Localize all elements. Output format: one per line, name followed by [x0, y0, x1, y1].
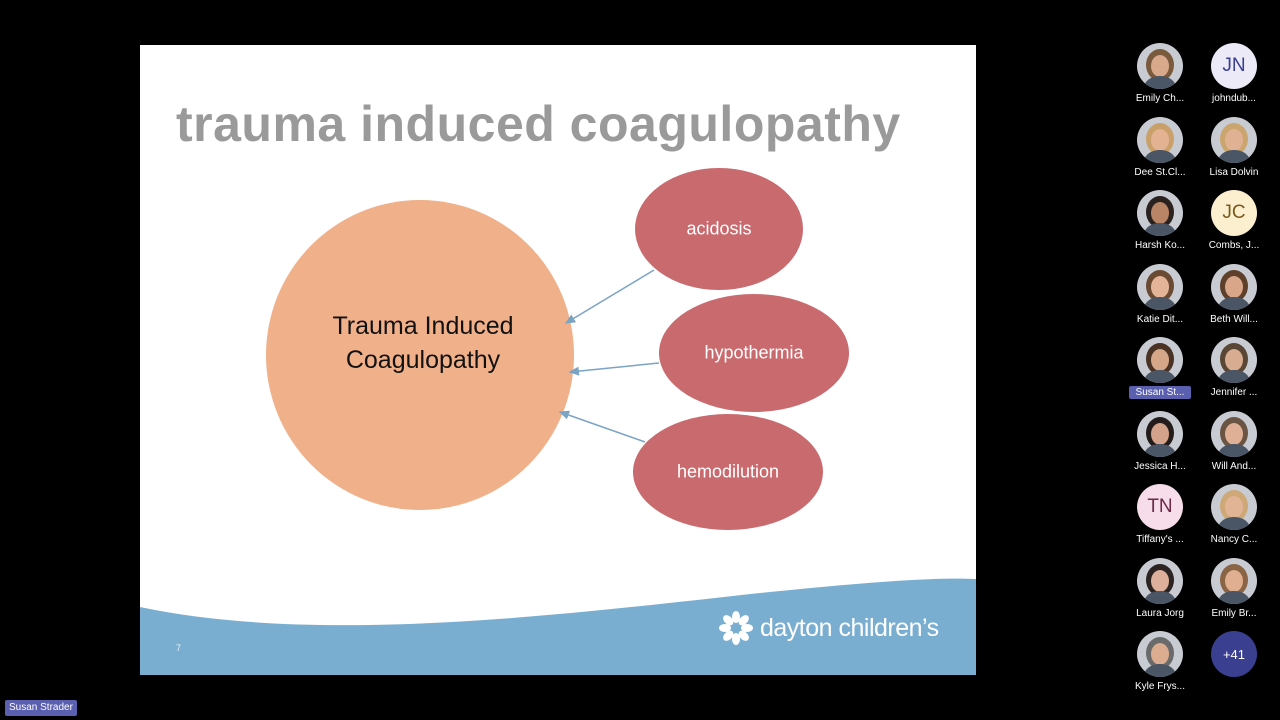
- avatar: [1211, 558, 1257, 604]
- avatar: [1137, 117, 1183, 163]
- participant-tile[interactable]: TN Tiffany's ...: [1124, 481, 1196, 551]
- avatar-photo: [1211, 264, 1257, 310]
- arrow-hemodilution: [560, 412, 645, 442]
- avatar: [1211, 484, 1257, 530]
- participant-tile[interactable]: Emily Ch...: [1124, 40, 1196, 110]
- avatar-initials: TN: [1137, 484, 1183, 530]
- participant-tile[interactable]: Susan St...: [1124, 334, 1196, 404]
- avatar-photo: [1211, 411, 1257, 457]
- avatar-photo: [1137, 190, 1183, 236]
- avatar-photo: [1137, 117, 1183, 163]
- participant-tile[interactable]: JN johndub...: [1198, 40, 1270, 110]
- main-node-line1: Trauma Induced: [303, 309, 543, 343]
- participant-tile[interactable]: Nancy C...: [1198, 481, 1270, 551]
- avatar-photo: [1211, 337, 1257, 383]
- shared-slide: trauma induced coagulopathy Trauma Induc…: [140, 45, 976, 675]
- node-label-hemodilution: hemodilution: [677, 462, 779, 483]
- diagram: [140, 45, 976, 675]
- avatar-photo: [1137, 631, 1183, 677]
- avatar-initials: JC: [1211, 190, 1257, 236]
- participant-name: Kyle Frys...: [1124, 680, 1196, 693]
- avatar: [1137, 264, 1183, 310]
- avatar-initials: JN: [1211, 43, 1257, 89]
- participant-tile[interactable]: Beth Will...: [1198, 261, 1270, 331]
- avatar-photo: [1211, 558, 1257, 604]
- avatar-photo: [1211, 484, 1257, 530]
- participant-name: Combs, J...: [1198, 239, 1270, 252]
- avatar-photo: [1137, 558, 1183, 604]
- participant-tile[interactable]: Will And...: [1198, 408, 1270, 478]
- participant-tile[interactable]: Jessica H...: [1124, 408, 1196, 478]
- avatar: [1137, 631, 1183, 677]
- arrow-hypothermia: [570, 363, 659, 372]
- dayton-childrens-logo: dayton children’s: [718, 607, 939, 649]
- participant-name: Katie Dit...: [1124, 313, 1196, 326]
- participant-tile[interactable]: Katie Dit...: [1124, 261, 1196, 331]
- participant-name: Jessica H...: [1124, 460, 1196, 473]
- participant-name: johndub...: [1198, 92, 1270, 105]
- participant-tile[interactable]: JC Combs, J...: [1198, 187, 1270, 257]
- participant-name: Susan St...: [1129, 386, 1191, 399]
- avatar: [1211, 337, 1257, 383]
- participant-tile[interactable]: Dee St.Cl...: [1124, 114, 1196, 184]
- participant-tile[interactable]: Harsh Ko...: [1124, 187, 1196, 257]
- avatar: [1211, 411, 1257, 457]
- more-participants-button[interactable]: +41: [1211, 631, 1257, 677]
- avatar: [1211, 264, 1257, 310]
- node-label-acidosis: acidosis: [686, 219, 751, 240]
- avatar-photo: [1211, 117, 1257, 163]
- node-label-hypothermia: hypothermia: [704, 343, 803, 364]
- avatar: [1137, 411, 1183, 457]
- participant-tile[interactable]: Kyle Frys...: [1124, 628, 1196, 698]
- participant-name: Nancy C...: [1198, 533, 1270, 546]
- participant-name: Beth Will...: [1198, 313, 1270, 326]
- slide-number: 7: [176, 643, 181, 653]
- avatar-photo: [1137, 264, 1183, 310]
- participant-name: Tiffany's ...: [1124, 533, 1196, 546]
- participant-name: Harsh Ko...: [1124, 239, 1196, 252]
- participant-name: Emily Br...: [1198, 607, 1270, 620]
- avatar-photo: [1137, 337, 1183, 383]
- participant-tile[interactable]: +41: [1198, 628, 1270, 698]
- participant-tile[interactable]: Lisa Dolvin: [1198, 114, 1270, 184]
- participant-name: Emily Ch...: [1124, 92, 1196, 105]
- participant-name: Dee St.Cl...: [1124, 166, 1196, 179]
- arrow-acidosis: [566, 270, 654, 323]
- participant-tile[interactable]: Laura Jorg: [1124, 555, 1196, 625]
- participant-name: Will And...: [1198, 460, 1270, 473]
- participant-name: Laura Jorg: [1124, 607, 1196, 620]
- avatar-photo: [1137, 411, 1183, 457]
- avatar: [1137, 337, 1183, 383]
- logo-text: dayton children’s: [760, 614, 939, 643]
- active-speaker-label: Susan Strader: [5, 700, 77, 716]
- avatar: [1211, 117, 1257, 163]
- participant-tile[interactable]: Emily Br...: [1198, 555, 1270, 625]
- participant-name: Lisa Dolvin: [1198, 166, 1270, 179]
- avatar: [1137, 558, 1183, 604]
- avatar: [1137, 190, 1183, 236]
- participant-name: Jennifer ...: [1198, 386, 1270, 399]
- main-node-label: Trauma Induced Coagulopathy: [303, 309, 543, 377]
- flower-logo-icon: [718, 610, 754, 646]
- avatar: [1137, 43, 1183, 89]
- avatar-photo: [1137, 43, 1183, 89]
- main-node-line2: Coagulopathy: [303, 343, 543, 377]
- participant-tile[interactable]: Jennifer ...: [1198, 334, 1270, 404]
